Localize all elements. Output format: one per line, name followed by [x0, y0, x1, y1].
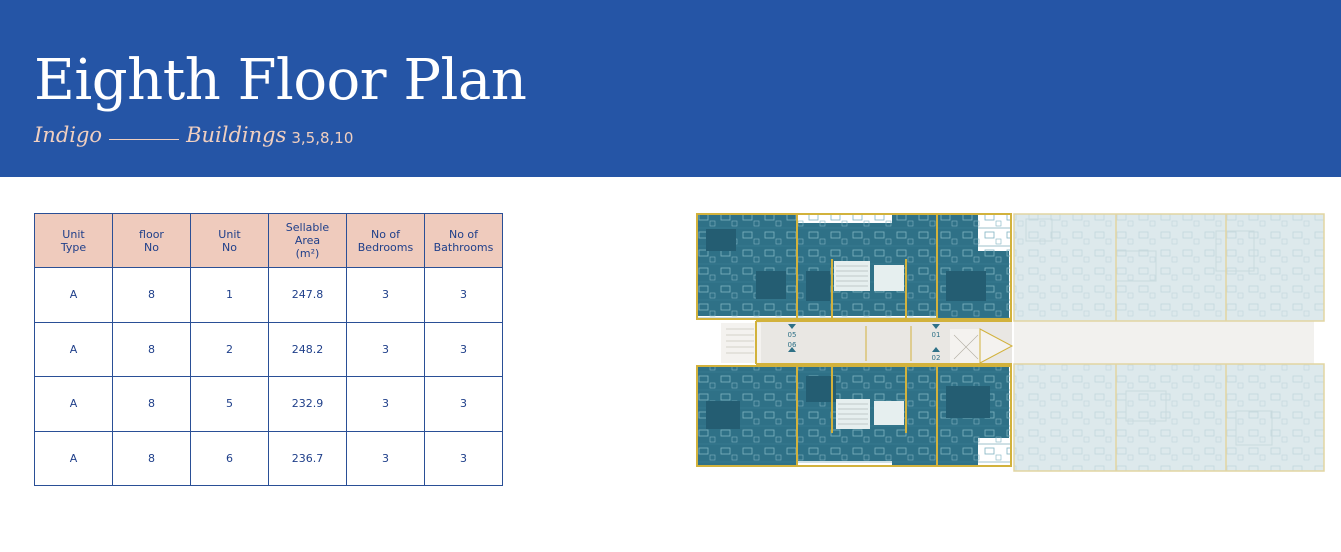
subtitle-project: Indigo — [34, 123, 103, 147]
header-sellable-area: Sellable Area (m²) — [268, 213, 347, 268]
subtitle-building-numbers: 3,5,8,10 — [291, 128, 354, 147]
unit-marker-label: 02 — [932, 354, 941, 362]
header-bedrooms: No of Bedrooms — [346, 213, 425, 268]
cell-sellable-area: 236.7 — [268, 430, 347, 486]
cell-bathrooms: 3 — [424, 376, 503, 432]
table-row: A 8 1 247.8 3 3 — [34, 267, 503, 323]
units-table: Unit Type floor No Unit No Sellable Area… — [34, 213, 503, 486]
cell-bedrooms: 3 — [346, 430, 425, 486]
header-unit-type: Unit Type — [34, 213, 113, 268]
cell-sellable-area: 232.9 — [268, 376, 347, 432]
cell-unit-type: A — [34, 267, 113, 323]
header-bathrooms: No of Bathrooms — [424, 213, 503, 268]
table-row: A 8 5 232.9 3 3 — [34, 376, 503, 432]
cell-unit-no: 1 — [190, 267, 269, 323]
cell-bathrooms: 3 — [424, 430, 503, 486]
header-unit-no: Unit No — [190, 213, 269, 268]
cell-unit-type: A — [34, 321, 113, 377]
cell-unit-type: A — [34, 430, 113, 486]
page-title: Eighth Floor Plan — [34, 48, 527, 113]
cell-floor-no: 8 — [112, 430, 191, 486]
floor-plan-image: 05 01 06 02 — [696, 213, 1325, 472]
cell-bathrooms: 3 — [424, 267, 503, 323]
cell-sellable-area: 247.8 — [268, 267, 347, 323]
cell-unit-no: 2 — [190, 321, 269, 377]
header-banner: Eighth Floor Plan Indigo Buildings 3,5,8… — [0, 0, 1341, 177]
table-row: A 8 2 248.2 3 3 — [34, 321, 503, 377]
cell-bathrooms: 3 — [424, 321, 503, 377]
corridor — [721, 321, 1014, 366]
walls — [696, 213, 1012, 467]
unit-markers: 05 01 06 02 — [788, 324, 941, 362]
page-subtitle: Indigo Buildings 3,5,8,10 — [34, 118, 353, 152]
cell-unit-no: 6 — [190, 430, 269, 486]
cell-bedrooms: 3 — [346, 376, 425, 432]
subtitle-divider-line — [109, 138, 180, 140]
unit-marker-label: 05 — [788, 331, 797, 339]
cell-floor-no: 8 — [112, 321, 191, 377]
header-floor-no: floor No — [112, 213, 191, 268]
cell-floor-no: 8 — [112, 267, 191, 323]
unit-marker-label: 06 — [788, 341, 797, 349]
cell-floor-no: 8 — [112, 376, 191, 432]
cell-sellable-area: 248.2 — [268, 321, 347, 377]
table-header-row: Unit Type floor No Unit No Sellable Area… — [34, 213, 503, 268]
highlighted-units — [697, 214, 1011, 467]
faded-wing — [1014, 214, 1324, 471]
faded-walls — [1013, 213, 1325, 472]
table-row: A 8 6 236.7 3 3 — [34, 430, 503, 486]
subtitle-buildings: Buildings — [186, 123, 287, 147]
unit-marker-label: 01 — [932, 331, 941, 339]
cell-unit-type: A — [34, 376, 113, 432]
cell-bedrooms: 3 — [346, 267, 425, 323]
cell-bedrooms: 3 — [346, 321, 425, 377]
cell-unit-no: 5 — [190, 376, 269, 432]
